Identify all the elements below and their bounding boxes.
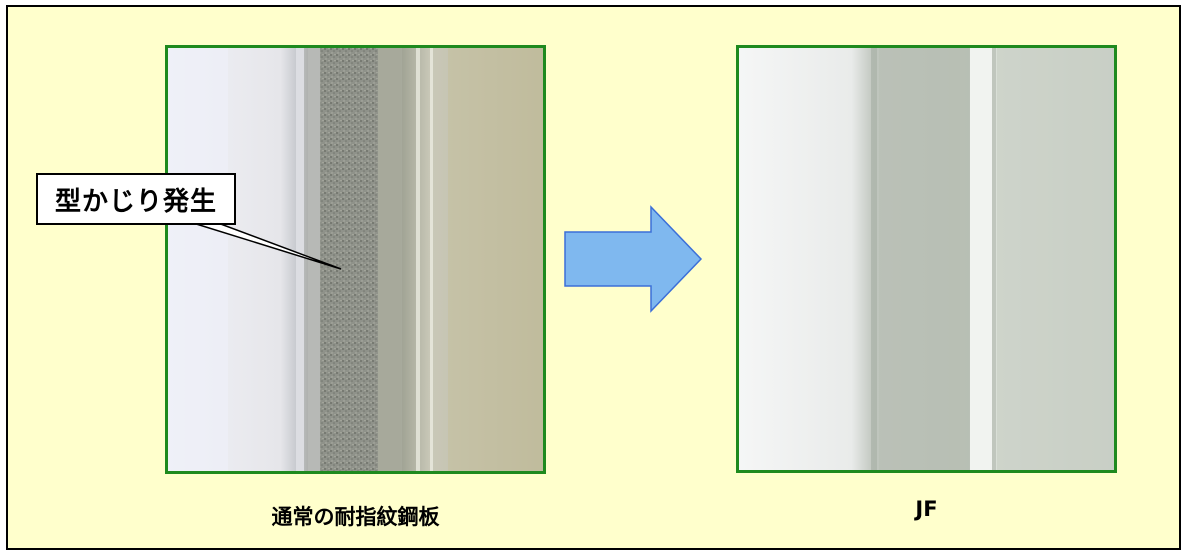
photo-jf-steel xyxy=(736,45,1117,473)
figure-panel: 型かじり発生 通常の耐 xyxy=(6,5,1181,550)
galling-callout: 型かじり発生 xyxy=(36,173,236,225)
galling-photo-image xyxy=(168,48,543,471)
clean-photo-image xyxy=(739,48,1114,470)
right-arrow-icon xyxy=(564,205,703,313)
photo-standard-steel xyxy=(165,45,546,474)
caption-jf: JF xyxy=(915,497,938,521)
caption-standard-steel: 通常の耐指紋鋼板 xyxy=(271,505,440,529)
